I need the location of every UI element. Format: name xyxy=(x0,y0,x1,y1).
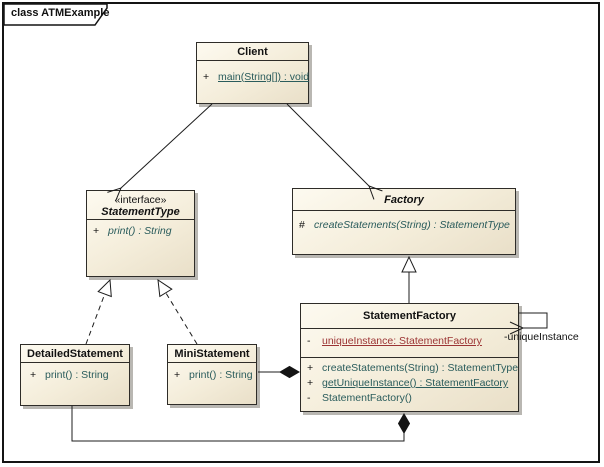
visibility-marker: + xyxy=(307,362,314,374)
operation-text: print() : String xyxy=(189,369,253,381)
class-name: Factory xyxy=(293,189,515,211)
class-statement-factory[interactable]: StatementFactory - uniqueInstance: State… xyxy=(300,303,519,412)
operation-text: StatementFactory() xyxy=(322,392,412,404)
visibility-marker: - xyxy=(307,392,311,404)
visibility-marker: + xyxy=(93,225,100,237)
operations-compartment: + print() : String xyxy=(168,363,256,382)
operation-text: print() : String xyxy=(45,369,109,381)
self-association-label: -uniqueInstance xyxy=(504,331,579,343)
association-client-statementtype[interactable] xyxy=(121,103,213,188)
visibility-marker: + xyxy=(203,71,210,83)
class-client[interactable]: Client + main(String[]) : void xyxy=(196,42,309,104)
stereotype-label: «interface» xyxy=(114,194,167,206)
operation-row: + print() : String xyxy=(168,368,256,382)
operation-text: createStatements(String) : StatementType xyxy=(314,219,510,231)
class-factory[interactable]: Factory # createStatements(String) : Sta… xyxy=(292,188,516,255)
attribute-row: - uniqueInstance: StatementFactory xyxy=(301,334,518,348)
diagram-tab-title: class ATMExample xyxy=(11,7,110,19)
attributes-compartment: - uniqueInstance: StatementFactory xyxy=(301,329,518,358)
association-client-factory[interactable] xyxy=(286,103,369,186)
operation-row: + print() : String xyxy=(21,368,129,382)
visibility-marker: + xyxy=(307,377,314,389)
operations-compartment: + print() : String xyxy=(21,363,129,382)
visibility-marker: + xyxy=(30,369,37,381)
operations-compartment: + print() : String xyxy=(87,220,194,238)
class-name: MiniStatement xyxy=(168,345,256,363)
visibility-marker: + xyxy=(174,369,181,381)
operation-row: # createStatements(String) : StatementTy… xyxy=(293,218,515,232)
realization-detailedstatement-statementtype[interactable] xyxy=(85,278,112,345)
operation-row: - StatementFactory() xyxy=(301,391,518,406)
operations-compartment: + main(String[]) : void xyxy=(197,61,310,84)
class-mini-statement[interactable]: MiniStatement + print() : String xyxy=(167,344,257,405)
operation-row: + main(String[]) : void xyxy=(197,70,310,84)
operation-row: + createStatements(String) : StatementTy… xyxy=(301,361,518,376)
class-statement-type[interactable]: «interface» StatementType + print() : St… xyxy=(86,190,195,277)
visibility-marker: - xyxy=(307,335,311,347)
operation-row: + print() : String xyxy=(87,224,194,238)
operation-row: + getUniqueInstance() : StatementFactory xyxy=(301,376,518,391)
operation-text: getUniqueInstance() : StatementFactory xyxy=(322,377,509,389)
class-name: StatementType xyxy=(101,206,180,218)
operation-text: print() : String xyxy=(108,225,172,237)
visibility-marker: # xyxy=(299,219,305,231)
class-name: Client xyxy=(197,43,308,61)
class-name: StatementFactory xyxy=(301,304,518,329)
operation-text: main(String[]) : void xyxy=(218,71,310,83)
operations-compartment: + createStatements(String) : StatementTy… xyxy=(301,358,518,406)
self-association-statementfactory[interactable] xyxy=(519,312,548,328)
operation-text: createStatements(String) : StatementType xyxy=(322,362,519,374)
class-name: DetailedStatement xyxy=(21,345,129,363)
operations-compartment: # createStatements(String) : StatementTy… xyxy=(293,211,515,232)
class-header: «interface» StatementType xyxy=(87,191,194,220)
attribute-text: uniqueInstance: StatementFactory xyxy=(322,335,482,347)
realization-ministatement-statementtype[interactable] xyxy=(157,278,198,345)
class-detailed-statement[interactable]: DetailedStatement + print() : String xyxy=(20,344,130,406)
